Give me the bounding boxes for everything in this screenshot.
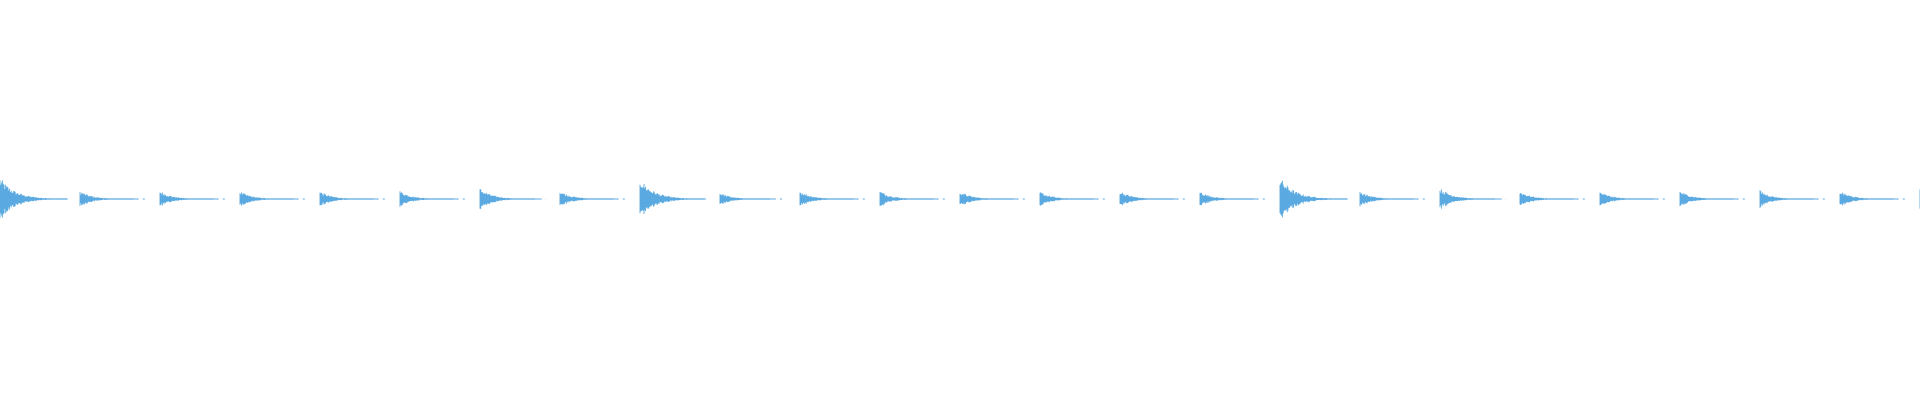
waveform-hit: [1279, 180, 1348, 218]
waveform-hit: [1759, 190, 1826, 208]
waveform-hit-body: [719, 194, 771, 204]
waveform-hit-body: [239, 192, 294, 206]
waveform-hit: [1359, 191, 1426, 207]
waveform-hit-body: [1439, 189, 1496, 209]
waveform-hit: [559, 193, 626, 205]
waveform-hit-body: [319, 192, 374, 206]
waveform-hit: [1599, 192, 1666, 206]
waveform-hit: [479, 189, 546, 209]
waveform-hit: [319, 192, 386, 206]
waveform-hit: [399, 191, 466, 207]
waveform-hit: [1199, 192, 1266, 206]
waveform-hit: [239, 192, 306, 206]
waveform-hit-body: [1359, 191, 1414, 207]
waveform-hit: [959, 193, 1026, 205]
waveform-hit-body: [0, 180, 68, 218]
waveform-hit-body: [1199, 192, 1254, 206]
waveform-hit: [1039, 192, 1106, 206]
waveform-hit-body: [1119, 192, 1174, 206]
waveform-hit: [1519, 193, 1586, 205]
waveform-hit-body: [1759, 190, 1814, 208]
waveform-hit: [879, 192, 946, 206]
waveform-hit-body: [399, 191, 454, 207]
waveform-hit: [799, 192, 866, 206]
waveform-hit-body: [1279, 180, 1348, 218]
waveform-hit-body: [479, 189, 536, 209]
waveform-hit: [639, 184, 706, 214]
waveform-hit: [719, 194, 786, 204]
waveform-hit: [79, 192, 146, 206]
waveform-hit: [159, 192, 226, 206]
waveform-hit-body: [1519, 193, 1574, 205]
waveform-hit: [1119, 192, 1186, 206]
waveform-hit-body: [1599, 192, 1654, 206]
waveform-hit-body: [1679, 191, 1734, 207]
waveform-hit-body: [879, 192, 934, 206]
waveform-hit-body: [79, 192, 134, 206]
waveform-hit: [1839, 192, 1906, 206]
waveform-hit: [1439, 189, 1506, 209]
waveform-hit-body: [159, 192, 214, 206]
waveform-hit: [0, 180, 68, 218]
waveform-hit-body: [799, 192, 854, 206]
waveform-hit-body: [559, 193, 614, 205]
waveform-hit-body: [1839, 192, 1894, 206]
waveform-hit: [1679, 191, 1746, 207]
waveform-hit-body: [639, 184, 705, 214]
waveform-hit-body: [1039, 192, 1094, 206]
waveform-hit-body: [959, 193, 1014, 205]
